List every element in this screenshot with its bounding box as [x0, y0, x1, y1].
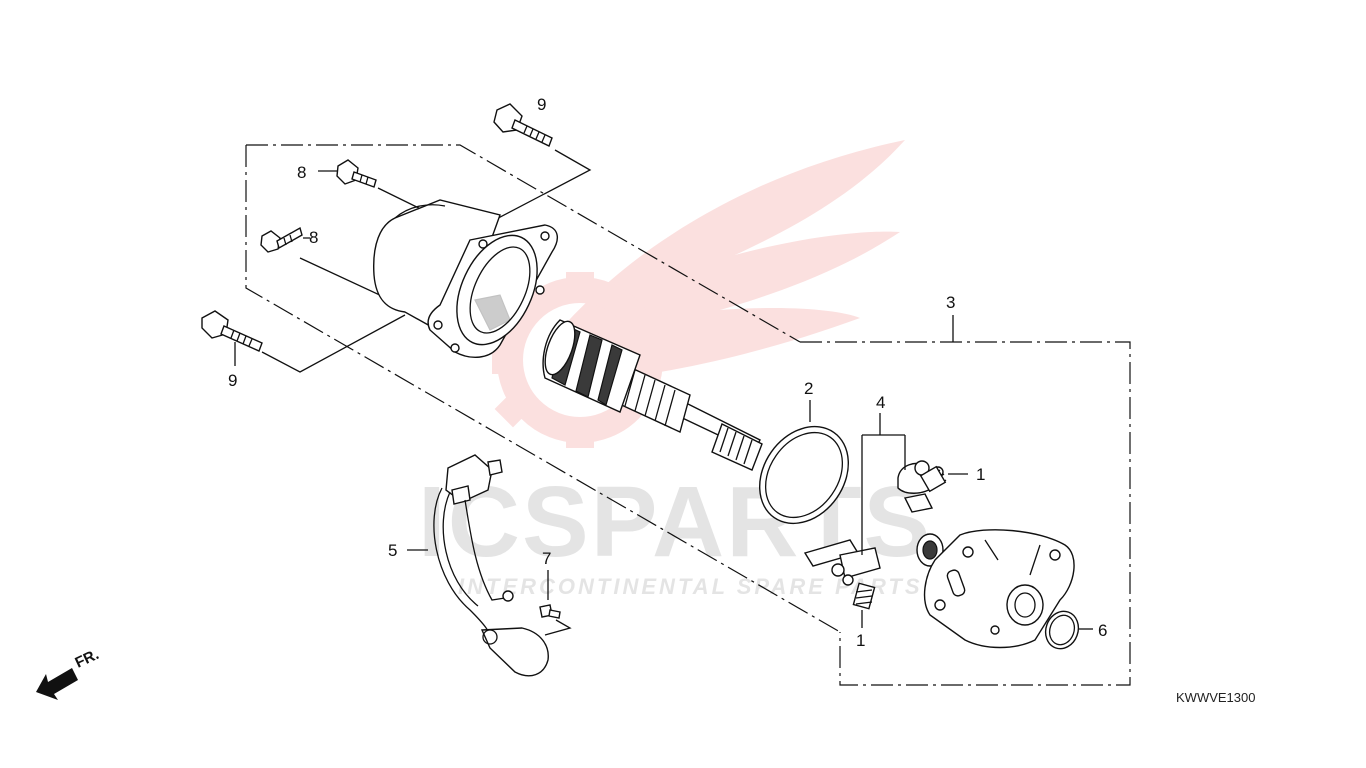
callout-3: 3	[946, 293, 955, 312]
end-cover	[923, 529, 1075, 649]
brush-set-leader	[861, 413, 906, 555]
brush-holder-lower	[803, 539, 881, 586]
callout-1-lower: 1	[856, 631, 865, 650]
bolt-9-lower-leader	[234, 314, 406, 373]
assembly-outline-left	[245, 144, 841, 633]
screw-7	[539, 604, 561, 619]
bolt-9-lower	[201, 310, 263, 352]
spring-upper	[919, 465, 947, 493]
armature	[542, 319, 763, 471]
callout-8-lower: 8	[309, 228, 318, 247]
callout-2: 2	[804, 379, 813, 398]
diagram-code: KWWVE1300	[1176, 690, 1256, 705]
seal-ring	[1044, 610, 1080, 650]
bolt-8-lower	[260, 226, 303, 253]
motor-housing	[372, 199, 558, 358]
front-direction-arrow: FR.	[36, 646, 102, 700]
screw-7-leader	[544, 570, 572, 636]
callout-1-upper: 1	[976, 465, 985, 484]
assembly-outline-right	[800, 341, 1131, 686]
callout-6: 6	[1098, 621, 1107, 640]
callout-8-upper: 8	[297, 163, 306, 182]
watermark: ICSPARTS INTERCONTINENTAL SPARE PARTS	[418, 140, 930, 599]
callout-9-top: 9	[537, 95, 546, 114]
callout-7: 7	[542, 549, 551, 568]
callout-4: 4	[876, 393, 885, 412]
bolt-8-upper	[336, 159, 377, 188]
bolt-9-top	[493, 103, 553, 147]
callout-9-lower: 9	[228, 371, 237, 390]
o-ring	[758, 425, 850, 525]
watermark-wing-icon	[560, 140, 905, 372]
bolt-9-top-leader	[484, 149, 592, 226]
starter-cable	[433, 454, 549, 677]
callout-5: 5	[388, 541, 397, 560]
spring-lower	[852, 582, 876, 610]
front-direction-label: FR.	[73, 646, 102, 672]
